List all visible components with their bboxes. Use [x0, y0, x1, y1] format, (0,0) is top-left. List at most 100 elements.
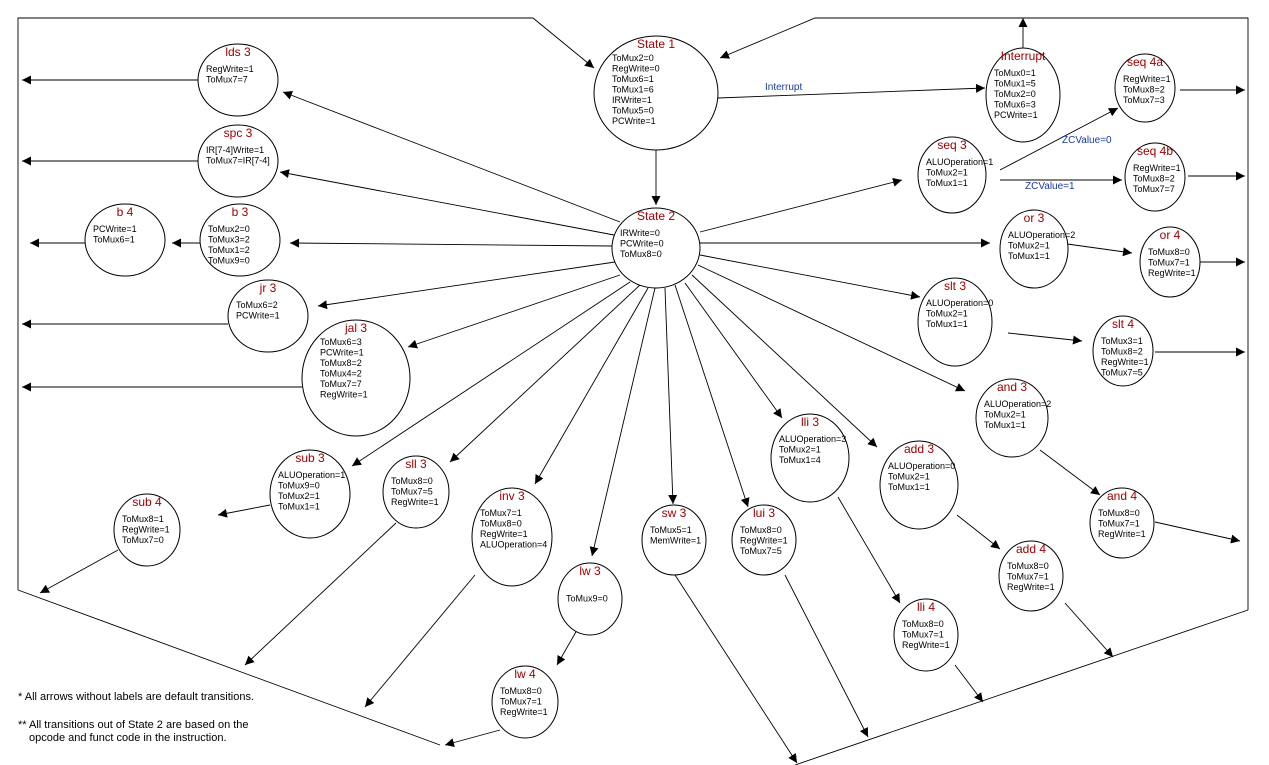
state-action: IRWrite=1 — [612, 95, 652, 105]
transition-arrow — [282, 91, 621, 223]
state-action: ALUOperation=3 — [779, 434, 846, 444]
state-title: inv 3 — [499, 489, 525, 503]
state-action: ToMux9=0 — [278, 481, 320, 491]
state-title: sll 3 — [405, 457, 427, 471]
state-action: RegWrite=1 — [1098, 529, 1146, 539]
state-circle — [975, 378, 1049, 458]
state-action: ToMux6=3 — [320, 337, 362, 347]
state-title: State 2 — [637, 209, 675, 223]
transition-arrow — [317, 261, 616, 310]
state-action: ToMux1=1 — [984, 420, 1026, 430]
state-circle — [197, 43, 279, 117]
state-action: ToMux4=2 — [320, 369, 362, 379]
transition-arrow — [794, 609, 1249, 765]
state-title: lli 4 — [917, 600, 935, 614]
state-action: ToMux1=4 — [779, 455, 821, 465]
transition-arrow — [956, 514, 1001, 550]
state-action: ToMux2=0 — [994, 89, 1036, 99]
state-action: PCWrite=1 — [236, 311, 280, 321]
state-action: ToMux3=2 — [208, 235, 250, 245]
state-action: ToMux6=1 — [93, 235, 135, 245]
state-action: ToMux3=1 — [1101, 336, 1143, 346]
state-action: ToMux1=1 — [888, 482, 930, 492]
state-action: ToMux8=0 — [1007, 561, 1049, 571]
state-action: ToMux8=1 — [122, 514, 164, 524]
state-action: ToMux7=1 — [480, 508, 522, 518]
transition-arrow — [1007, 332, 1083, 345]
state-jal3: jal 3ToMux6=3PCWrite=1ToMux8=2ToMux4=2To… — [301, 319, 411, 437]
state-action: ToMux2=1 — [1008, 241, 1050, 251]
state-title: slt 4 — [1112, 317, 1134, 331]
state-action: PCWrite=1 — [994, 110, 1038, 120]
state-action: ToMux5=0 — [612, 106, 654, 116]
state-action: ToMux7=1 — [1148, 258, 1190, 268]
state-action: ToMux2=0 — [208, 224, 250, 234]
state-action: ToMux7=1 — [1007, 572, 1049, 582]
state-action: ToMux7=7 — [320, 379, 362, 389]
state-circle — [227, 279, 309, 353]
state-action: PCWrite=0 — [620, 239, 664, 249]
state-action: RegWrite=1 — [1101, 357, 1149, 367]
state-action: ToMux8=0 — [1148, 247, 1190, 257]
transition-arrow — [837, 496, 901, 604]
state-action: RegWrite=1 — [1133, 163, 1181, 173]
state-circle — [879, 440, 959, 530]
state-action: RegWrite=1 — [391, 497, 439, 507]
state-title: jal 3 — [344, 321, 367, 335]
state-circle — [301, 319, 411, 437]
state-title: jr 3 — [259, 281, 277, 295]
state-action: IRWrite=0 — [620, 228, 660, 238]
state-action: ToMux7=5 — [1101, 368, 1143, 378]
state-title: lli 3 — [801, 415, 819, 429]
state-title: lds 3 — [225, 45, 251, 59]
state-action: ToMux8=2 — [1123, 85, 1165, 95]
state-state1: State 1ToMux2=0RegWrite=0ToMux6=1ToMux1=… — [593, 35, 719, 151]
state-inv3: inv 3ToMux7=1ToMux8=0RegWrite=1ALUOperat… — [471, 487, 553, 587]
state-circle — [557, 562, 623, 636]
state-action: PCWrite=1 — [93, 224, 137, 234]
state-action: RegWrite=1 — [1123, 74, 1171, 84]
transition-arrow — [699, 177, 903, 233]
state-action: ToMux7=1 — [1098, 519, 1140, 529]
state-circle — [999, 209, 1069, 289]
state-action: ToMux8=0 — [902, 619, 944, 629]
state-action: ToMux0=1 — [994, 68, 1036, 78]
state-circle — [917, 136, 987, 214]
note-state2-transitions: ** All transitions out of State 2 are ba… — [18, 719, 249, 731]
transition-arrow — [444, 729, 501, 747]
transition-arrow — [1059, 242, 1133, 257]
state-action: RegWrite=1 — [480, 529, 528, 539]
transition-arrow — [407, 274, 621, 349]
transition-arrow — [699, 254, 921, 300]
state-action: ToMux2=0 — [612, 53, 654, 63]
state-action: ALUOperation=2 — [1008, 230, 1075, 240]
note-default-transitions: * All arrows without labels are default … — [18, 691, 254, 703]
state-action: ToMux2=1 — [278, 491, 320, 501]
state-action: ToMux7=5 — [391, 487, 433, 497]
state-action: ToMux6=2 — [236, 300, 278, 310]
state-action: ToMux2=1 — [926, 309, 968, 319]
state-title: lw 3 — [579, 564, 601, 578]
state-action: ToMux6=1 — [612, 74, 654, 84]
state-title: State 1 — [637, 37, 675, 51]
state-action: ALUOperation=2 — [984, 399, 1051, 409]
state-action: ToMux8=0 — [740, 525, 782, 535]
state-action: PCWrite=1 — [612, 116, 656, 126]
state-circle — [269, 449, 351, 539]
state-action: RegWrite=1 — [1007, 582, 1055, 592]
state-title: seq 4b — [1137, 144, 1173, 158]
state-title: and 4 — [1107, 489, 1137, 503]
state-circle — [491, 665, 559, 739]
